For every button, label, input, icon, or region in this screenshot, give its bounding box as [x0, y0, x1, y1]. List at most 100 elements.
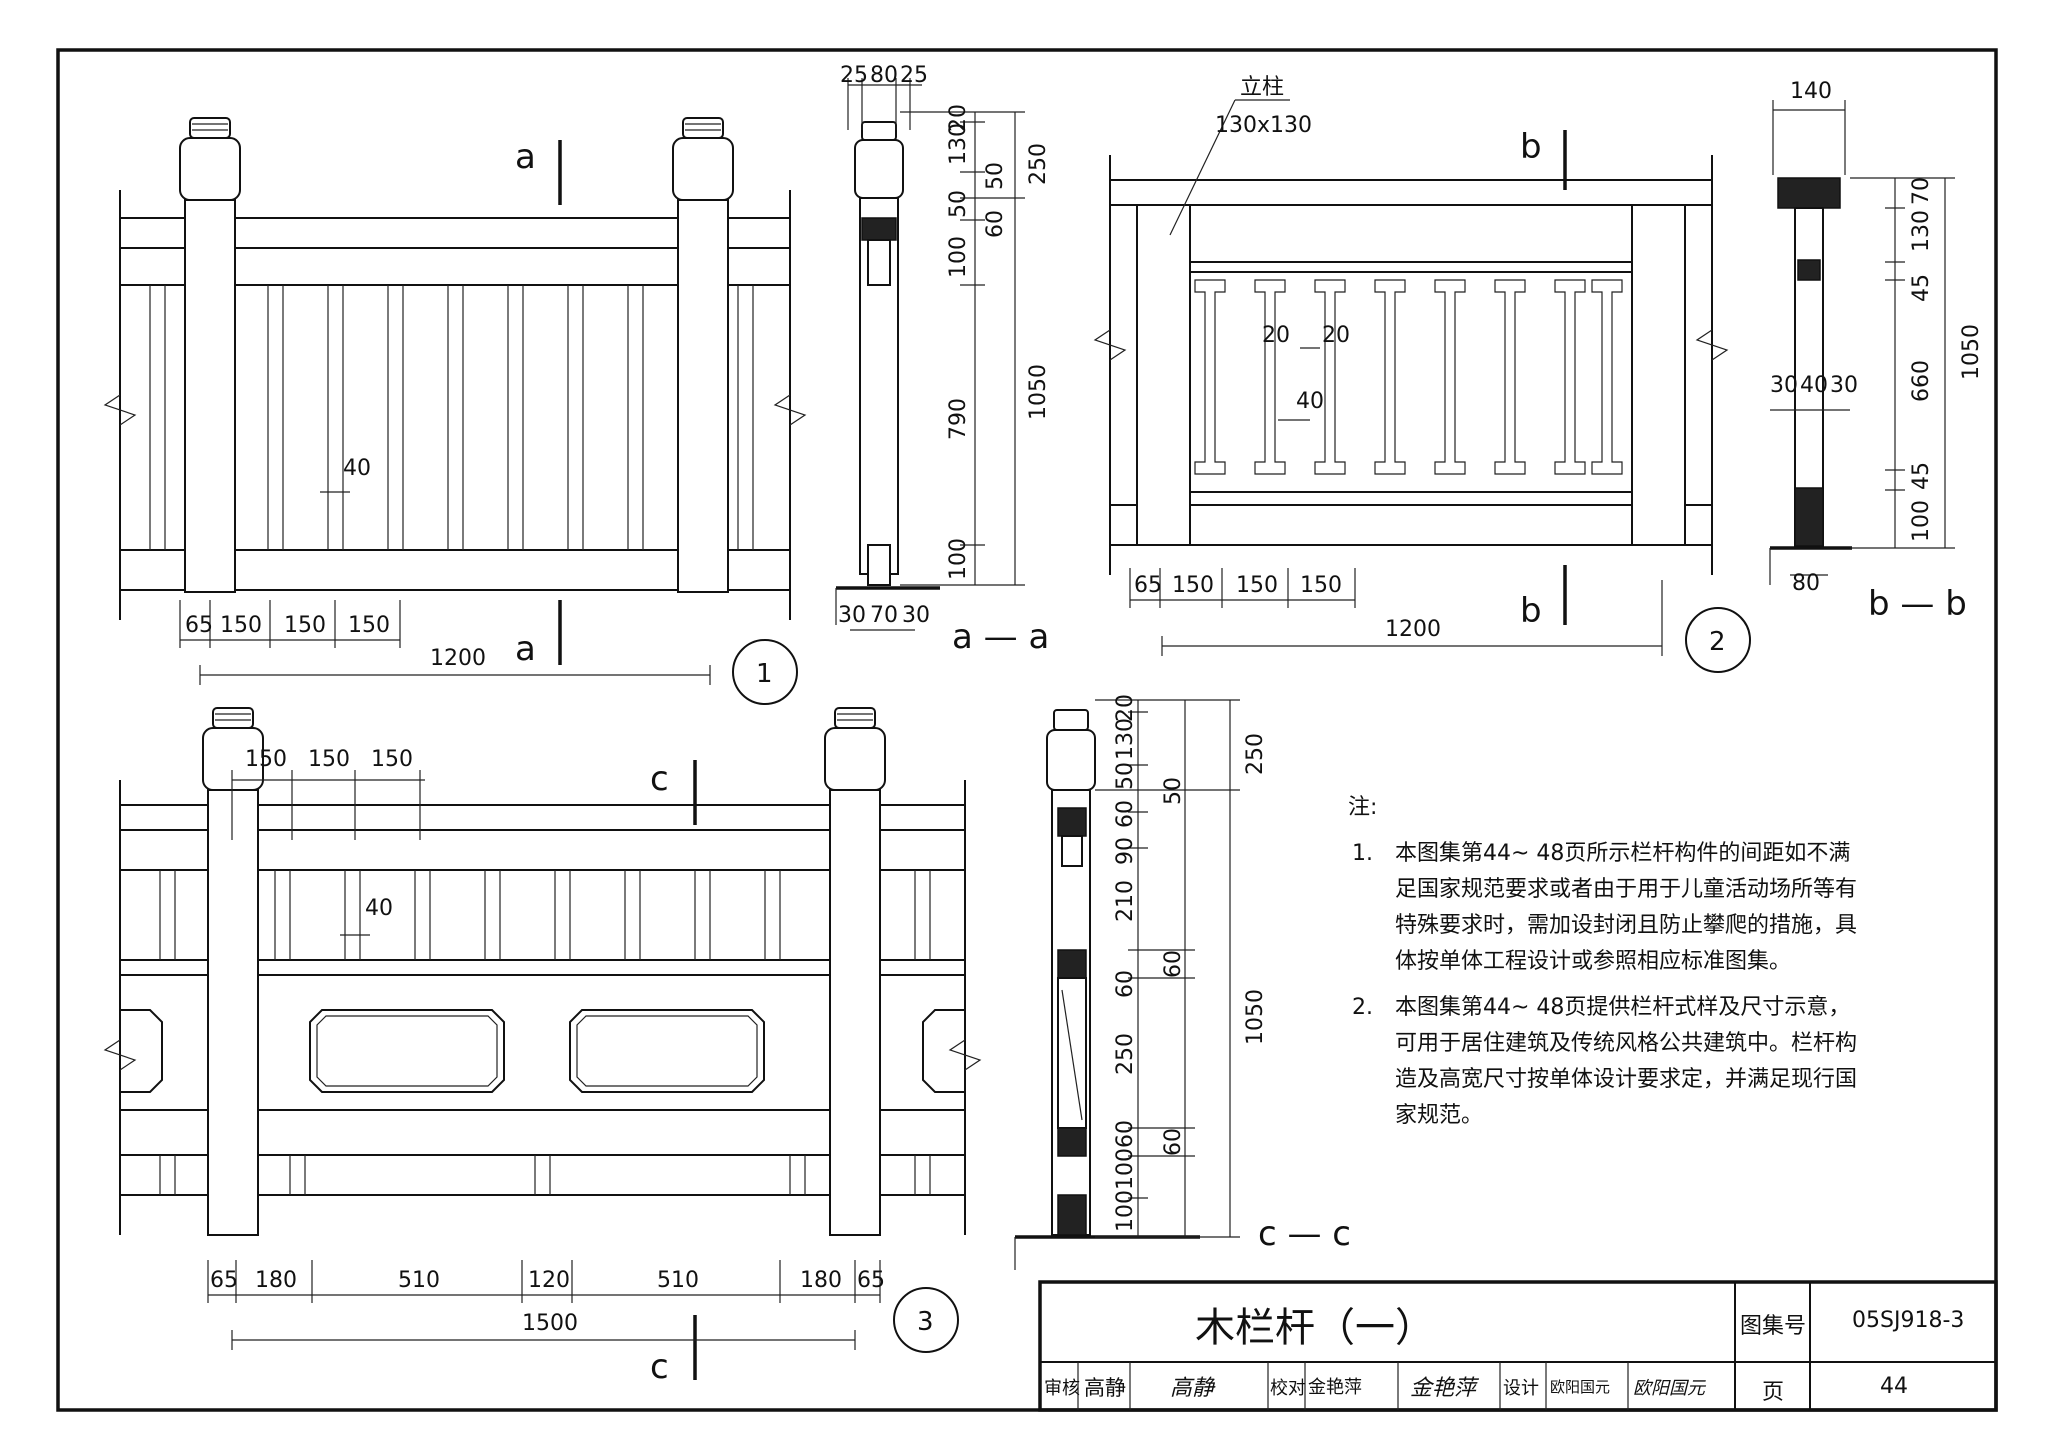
- d2-dim-150c: 150: [1300, 573, 1342, 598]
- section-c-c: 20 130 50 60 90 210 60 250 60 100 100 50…: [1014, 694, 1351, 1270]
- atlas-number: 05SJ918-3: [1852, 1308, 1965, 1333]
- secC-inner-50a: 50: [1113, 762, 1138, 790]
- secA-bot-30b: 30: [902, 603, 930, 628]
- secA-top-25a: 25: [840, 63, 868, 88]
- secB-inner-45b: 45: [1909, 462, 1934, 490]
- secA-top-25b: 25: [900, 63, 928, 88]
- post-size: 130x130: [1215, 113, 1312, 138]
- secC-outer-1050: 1050: [1243, 989, 1268, 1045]
- secA-outer-1050: 1050: [1026, 364, 1051, 420]
- note-1-number: 1.: [1352, 841, 1373, 866]
- secA-outer-250: 250: [1026, 143, 1051, 185]
- tb-checker: 金艳萍: [1308, 1377, 1362, 1398]
- section-b-b: 140 30 40 30 80 70 130 45 660 45 100 105…: [1769, 79, 1984, 624]
- secB-mid-30b: 30: [1830, 373, 1858, 398]
- note-2-line-3: 造及高宽尺寸按单体设计要求定，并满足现行国: [1395, 1067, 1858, 1092]
- d3-bot-180b: 180: [800, 1268, 842, 1293]
- d2-dim-20a: 20: [1262, 323, 1290, 348]
- secA-bot-70: 70: [870, 603, 898, 628]
- title-block-frame: [1038, 1280, 1998, 1412]
- atlas-label: 图集号: [1740, 1314, 1807, 1339]
- d3-bot-65b: 65: [857, 1268, 885, 1293]
- d2-dim-150a: 150: [1172, 573, 1214, 598]
- secA-inner-60: 60: [983, 210, 1008, 238]
- d2-dim-150b: 150: [1236, 573, 1278, 598]
- section-b-b-title: b — b: [1868, 584, 1967, 624]
- tb-reviewer: 高静: [1084, 1376, 1126, 1400]
- d1-dim-40: 40: [343, 456, 371, 481]
- page-label: 页: [1762, 1380, 1785, 1405]
- d2-dim-20b: 20: [1322, 323, 1350, 348]
- secC-inner-60a: 60: [1113, 800, 1138, 828]
- d3-top-150b: 150: [308, 747, 350, 772]
- secA-inner-100a: 100: [946, 236, 971, 278]
- note-2-line-1: 本图集第44~ 48页提供栏杆式样及尺寸示意，: [1395, 995, 1851, 1020]
- d2-dim-1200: 1200: [1385, 617, 1441, 642]
- secA-inner-790: 790: [946, 398, 971, 440]
- note-1-line-4: 体按单体工程设计或参照相应标准图集。: [1395, 949, 1792, 974]
- d1-dim-150a: 150: [220, 613, 262, 638]
- section-a-label-bottom: a: [515, 629, 536, 669]
- note-2-line-2: 可用于居住建筑及传统风格公共建筑中。栏杆构: [1395, 1031, 1858, 1056]
- tb-designer: 欧阳国元: [1550, 1378, 1611, 1396]
- d3-bot-180a: 180: [255, 1268, 297, 1293]
- secA-inner-130: 130: [946, 123, 971, 165]
- d2-dim-65: 65: [1134, 573, 1162, 598]
- secB-inner-70: 70: [1909, 177, 1934, 205]
- tb-check-label: 校对: [1270, 1378, 1306, 1399]
- d3-dim-40: 40: [365, 896, 393, 921]
- sheet-frame: [56, 48, 1998, 1412]
- secC-inner-50b: 50: [1161, 777, 1186, 805]
- secA-bot-30a: 30: [838, 603, 866, 628]
- secC-outer-250: 250: [1243, 733, 1268, 775]
- d2-dim-40: 40: [1296, 389, 1324, 414]
- tb-designer-signature: 欧阳国元: [1633, 1378, 1705, 1399]
- detail-1-circle: 1: [756, 659, 773, 689]
- d3-bot-510b: 510: [657, 1268, 699, 1293]
- detail-3-circle: 3: [917, 1307, 934, 1337]
- d1-dim-1200: 1200: [430, 646, 486, 671]
- secB-inner-100: 100: [1909, 500, 1934, 542]
- secC-right-60b: 60: [1161, 1128, 1186, 1156]
- detail-2-circle: 2: [1709, 627, 1726, 657]
- section-c-label-bottom: c: [650, 1347, 669, 1387]
- tb-reviewer-signature: 高静: [1170, 1376, 1215, 1401]
- secA-inner-100b: 100: [946, 538, 971, 580]
- secC-right-60a: 60: [1161, 950, 1186, 978]
- secC-inner-250: 250: [1113, 1033, 1138, 1075]
- secC-inner-100a: 100: [1113, 1148, 1138, 1190]
- secA-inner-20: 20: [946, 104, 971, 132]
- note-2-line-4: 家规范。: [1395, 1103, 1484, 1128]
- secC-inner-60c: 60: [1113, 1120, 1138, 1148]
- section-b-label-bottom: b: [1520, 591, 1542, 631]
- tb-review-label: 审核: [1044, 1378, 1080, 1399]
- secA-inner-50b: 50: [946, 190, 971, 218]
- section-c-c-title: c — c: [1258, 1214, 1351, 1254]
- page-number: 44: [1880, 1374, 1908, 1399]
- secB-inner-660: 660: [1909, 360, 1934, 402]
- d1-dim-65: 65: [185, 613, 213, 638]
- note-1-line-1: 本图集第44~ 48页所示栏杆构件的间距如不满: [1395, 841, 1851, 866]
- detail-1-railing-elevation: a a 65 150 150 150 1200 40 1: [103, 117, 807, 705]
- notes-heading: 注:: [1348, 795, 1378, 820]
- section-a-a: 25 80 25 30 70 30 20 130 50 50 60 100 79…: [835, 63, 1051, 657]
- note-1-line-2: 足国家规范要求或者由于用于儿童活动场所等有: [1395, 877, 1858, 902]
- secC-inner-90: 90: [1113, 837, 1138, 865]
- note-1-line-3: 特殊要求时，需加设封闭且防止攀爬的措施，具: [1395, 913, 1858, 938]
- d3-top-150a: 150: [245, 747, 287, 772]
- secB-mid-30a: 30: [1770, 373, 1798, 398]
- secC-inner-210: 210: [1113, 880, 1138, 922]
- d3-dim-1500: 1500: [522, 1311, 578, 1336]
- secC-inner-60b: 60: [1113, 970, 1138, 998]
- secB-top-140: 140: [1790, 79, 1832, 104]
- section-a-label-top: a: [515, 137, 536, 177]
- secC-inner-100b: 100: [1113, 1190, 1138, 1232]
- section-c-label-top: c: [650, 759, 669, 799]
- d1-dim-150c: 150: [348, 613, 390, 638]
- note-2-number: 2.: [1352, 995, 1373, 1020]
- d3-bot-65a: 65: [210, 1268, 238, 1293]
- secB-inner-45a: 45: [1909, 274, 1934, 302]
- secB-inner-130: 130: [1909, 210, 1934, 252]
- secA-top-80: 80: [870, 63, 898, 88]
